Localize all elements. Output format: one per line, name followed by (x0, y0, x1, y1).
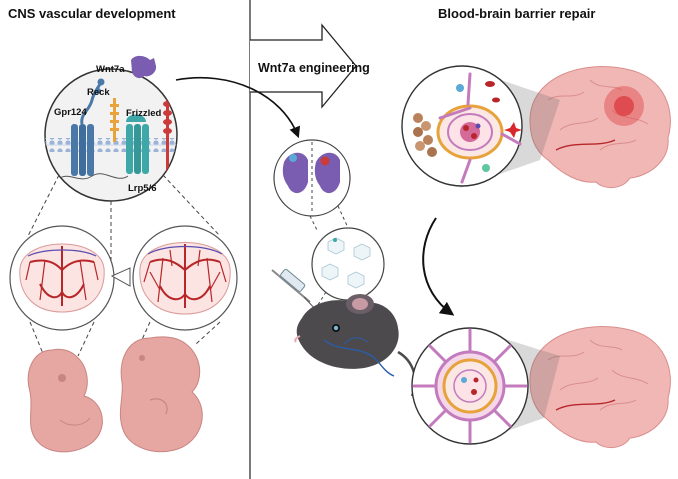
immune-cell-cluster (413, 113, 437, 157)
reck-protein (110, 98, 119, 142)
brain-damaged (529, 66, 671, 188)
embryo-early (27, 348, 103, 453)
brain-section-early (9, 225, 115, 331)
label-frizzled: Frizzled (126, 108, 162, 119)
leaky-vessel-circle (401, 65, 523, 187)
label-lrp: Lrp5/6 (128, 183, 157, 194)
engineering-arrow (250, 23, 357, 109)
repair-arrow (422, 217, 455, 316)
brain-repaired (529, 326, 671, 448)
viral-particles-circle (311, 227, 385, 301)
arrow-label: Wnt7a engineering (258, 61, 370, 75)
engineered-ligand-circle (273, 139, 351, 217)
gpr124-receptor (71, 78, 105, 176)
brain-section-late (132, 225, 238, 331)
label-reck: Reck (87, 87, 110, 98)
heading-cns-vascular-development: CNS vascular development (8, 6, 176, 21)
syringe-icon (271, 268, 317, 311)
wnt7a-ligand (131, 55, 157, 79)
mouse-illustration (294, 294, 417, 397)
sealed-vessel-circle (411, 327, 529, 445)
frizzled-receptor (126, 114, 149, 174)
label-gpr124: Gpr124 (54, 107, 87, 118)
heading-blood-brain-barrier-repair: Blood-brain barrier repair (438, 6, 596, 21)
label-wnt7a: Wnt7a (96, 64, 125, 75)
wnt7a-transfer-arrow (175, 76, 301, 139)
damage-burst-icon (504, 122, 522, 138)
receptor-zoom-circle: Wnt7a Reck Gpr124 Frizzled Lrp5/6 (44, 55, 178, 202)
embryo-late (119, 336, 203, 453)
